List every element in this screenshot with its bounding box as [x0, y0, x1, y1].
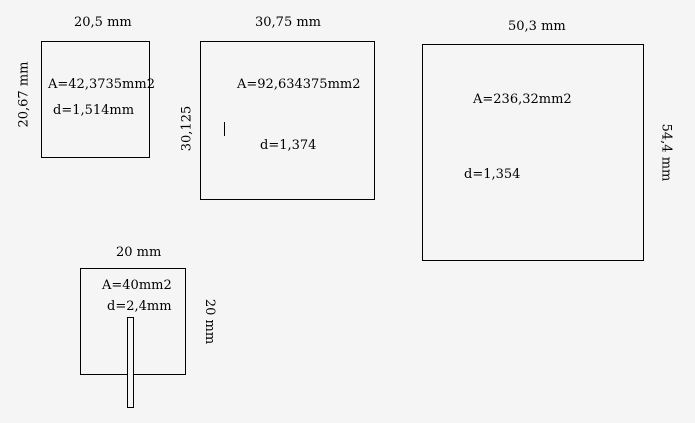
square2-height-label: 30,125 [179, 105, 195, 152]
square1-height-label: 20,67 mm [16, 61, 32, 128]
square2-area-label: A=92,634375mm2 [237, 77, 361, 92]
square4-width-label: 20 mm [116, 245, 162, 260]
square2-tick-mark [224, 122, 225, 136]
square4-strip [127, 317, 134, 408]
square4-d-label: d=2,4mm [107, 299, 172, 314]
square3-box [422, 44, 644, 261]
square3-d-label: d=1,354 [464, 167, 521, 182]
square1-area-label: A=42,3735mm2 [48, 77, 155, 92]
square3-height-label: 54,4 mm [658, 123, 674, 182]
square2-width-label: 30,75 mm [255, 15, 322, 30]
square1-box [41, 41, 150, 158]
square1-width-label: 20,5 mm [74, 15, 132, 30]
square4-height-label: 20 mm [202, 298, 218, 345]
square1-d-label: d=1,514mm [53, 103, 135, 118]
square4-area-label: A=40mm2 [102, 278, 172, 293]
square2-d-label: d=1,374 [260, 138, 317, 153]
square3-width-label: 50,3 mm [508, 19, 566, 34]
square3-area-label: A=236,32mm2 [473, 92, 572, 107]
square2-box [200, 41, 375, 200]
